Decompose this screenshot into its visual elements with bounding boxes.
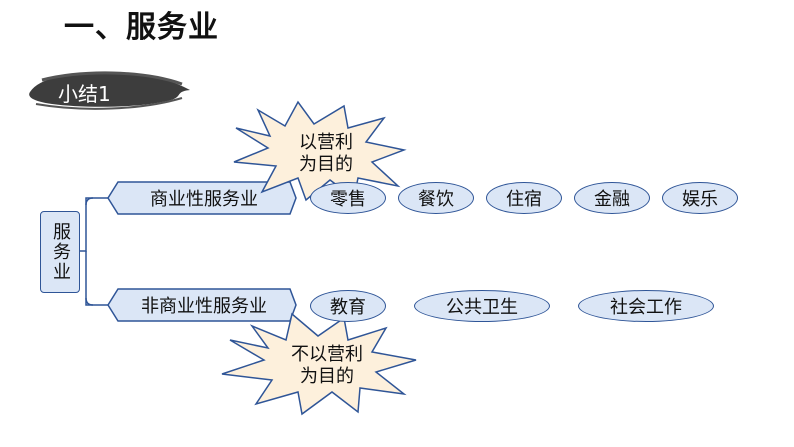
item-education: 教育 xyxy=(310,290,386,322)
branch-box-noncommercial xyxy=(107,288,297,322)
branch-box-commercial xyxy=(107,181,297,215)
root-label: 服务业 xyxy=(50,222,71,282)
burst-shape-profit xyxy=(233,100,407,202)
page-title: 一、服务业 xyxy=(64,10,219,45)
burst-note-profit: 以营利 为目的 xyxy=(299,132,353,175)
item-retail: 零售 xyxy=(310,182,386,214)
burst-shape-nonprofit xyxy=(221,312,417,416)
item-social-work: 社会工作 xyxy=(578,290,714,322)
item-catering: 餐饮 xyxy=(398,182,474,214)
brush-stroke xyxy=(29,71,191,110)
branch-label-noncommercial: 非商业性服务业 xyxy=(141,296,267,317)
connector-branch-1 xyxy=(80,197,108,252)
connector-branch-2 xyxy=(85,251,108,306)
item-entertainment: 娱乐 xyxy=(662,182,738,214)
burst-note-nonprofit: 不以营利 为目的 xyxy=(291,344,363,387)
root-node: 服务业 xyxy=(40,211,80,293)
item-lodging: 住宿 xyxy=(486,182,562,214)
item-finance: 金融 xyxy=(574,182,650,214)
item-public-health: 公共卫生 xyxy=(414,290,550,322)
section-label: 小结1 xyxy=(58,82,111,106)
branch-label-commercial: 商业性服务业 xyxy=(150,189,258,210)
